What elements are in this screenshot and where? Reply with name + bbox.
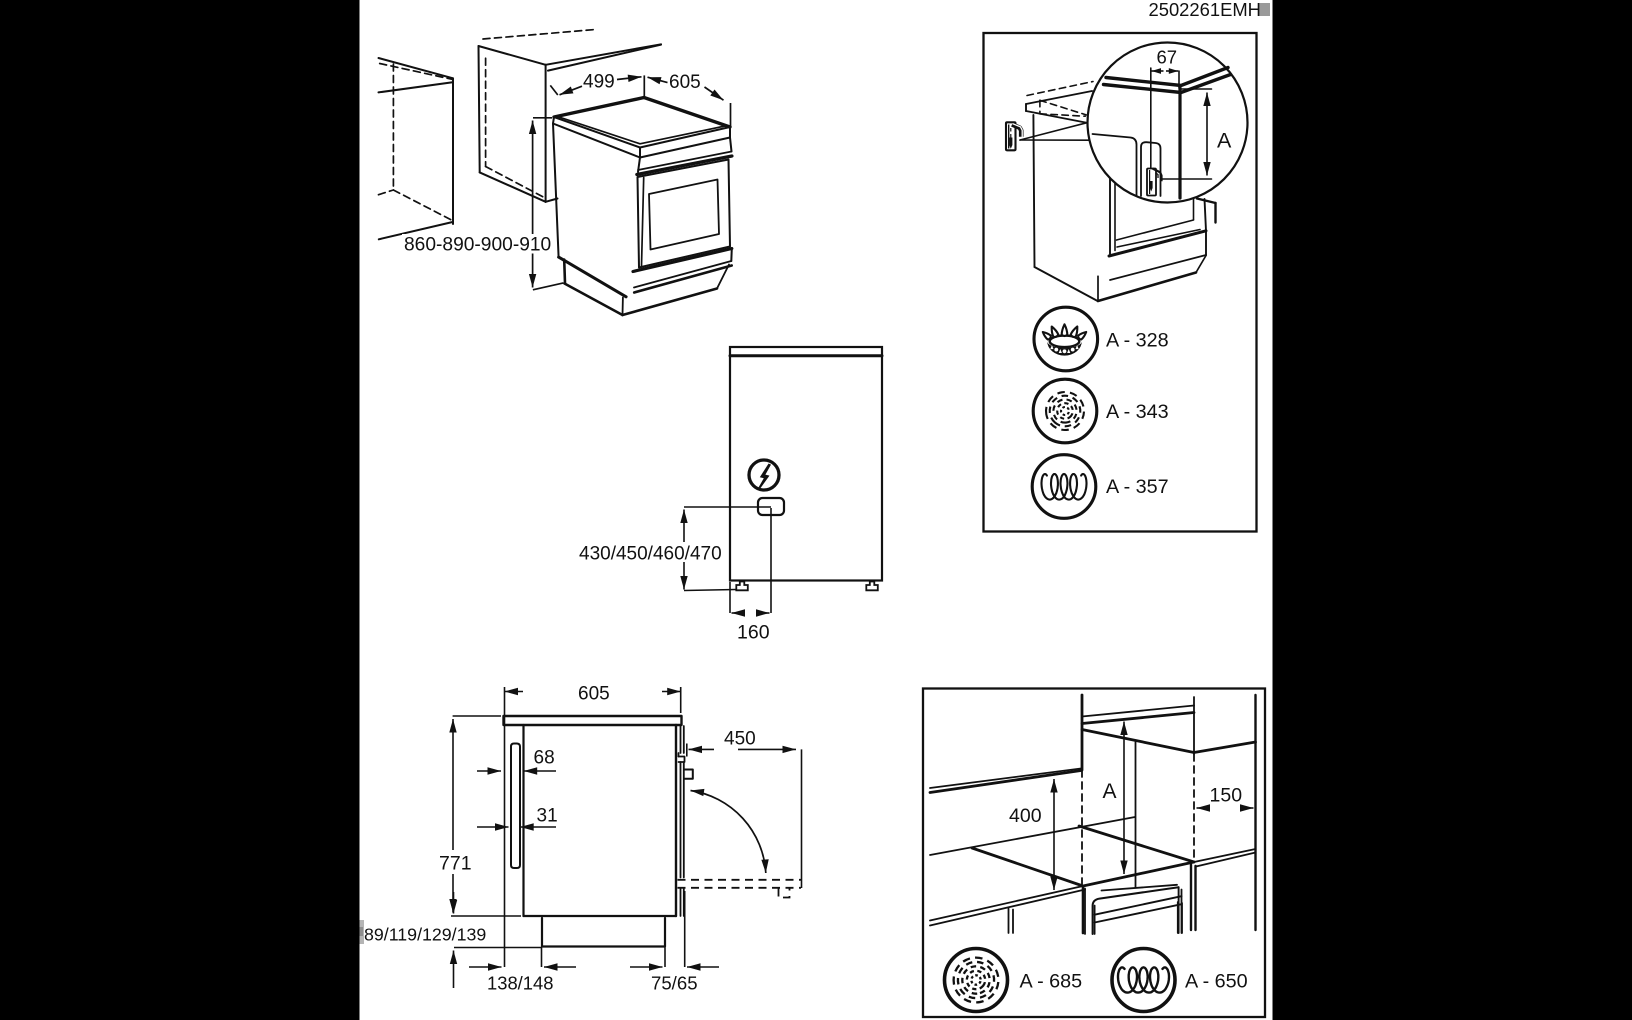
svg-text:A: A: [1217, 129, 1232, 153]
svg-text:430/450/460/470: 430/450/460/470: [579, 544, 722, 565]
svg-text:A - 328: A - 328: [1106, 330, 1169, 352]
svg-text:771: 771: [439, 852, 472, 874]
svg-text:31: 31: [537, 806, 558, 827]
svg-text:A: A: [1103, 780, 1117, 803]
svg-text:2502261EMH: 2502261EMH: [1149, 0, 1261, 20]
svg-text:A - 343: A - 343: [1106, 401, 1169, 423]
svg-text:75/65: 75/65: [651, 973, 698, 994]
svg-text:160: 160: [737, 622, 770, 644]
svg-text:605: 605: [669, 72, 701, 93]
svg-text:138/148: 138/148: [487, 973, 553, 994]
svg-text:860-890-900-910: 860-890-900-910: [404, 235, 551, 256]
svg-text:A - 650: A - 650: [1185, 971, 1248, 993]
svg-text:450: 450: [724, 729, 756, 750]
svg-text:A - 685: A - 685: [1020, 971, 1083, 993]
svg-text:400: 400: [1009, 805, 1042, 827]
svg-text:A - 357: A - 357: [1106, 476, 1169, 498]
svg-text:89/119/129/139: 89/119/129/139: [364, 925, 486, 945]
svg-text:150: 150: [1210, 785, 1243, 807]
svg-text:499: 499: [583, 72, 615, 93]
svg-text:68: 68: [534, 748, 555, 769]
svg-text:605: 605: [578, 684, 610, 705]
svg-text:67: 67: [1157, 47, 1178, 68]
